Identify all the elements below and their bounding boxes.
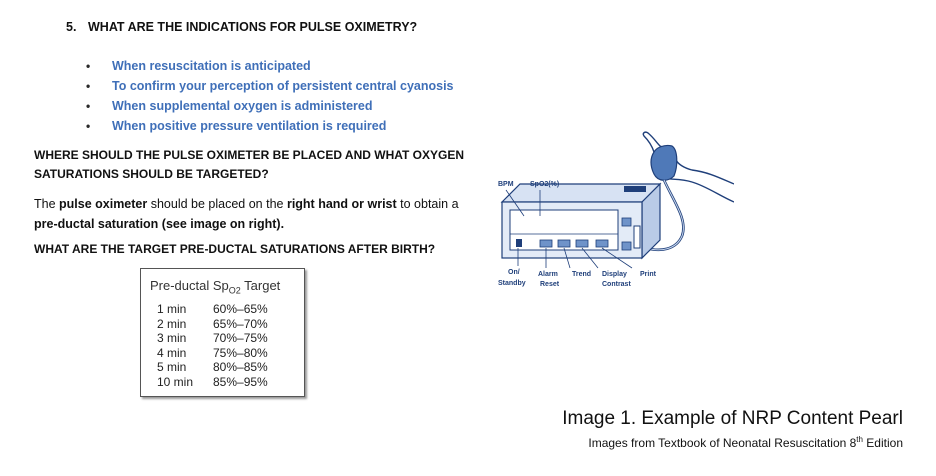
para-text: to obtain a [396,197,459,211]
monitor-top-handle [624,186,646,192]
table-title: Pre-ductal SpO2 Target [150,278,280,296]
time-cell: 5 min [157,360,187,374]
leader-line [581,247,599,269]
time-cell: 1 min [157,302,187,316]
target-saturation-table: Pre-ductal SpO2 Target 1 min 60%–65% 2 mi… [140,268,305,397]
image-caption-source: Images from Textbook of Neonatal Resusci… [588,435,903,450]
placement-heading: WHERE SHOULD THE PULSE OXIMETER BE PLACE… [34,148,465,181]
sensor-cable-inner [645,179,684,251]
range-cell: 75%–80% [213,345,268,360]
para-text: should be placed on the [147,197,287,211]
bullet-glyph: • [86,119,91,133]
table-row: 10 min 85%–95% [157,375,268,390]
alarm-label: Alarm [538,271,558,278]
range-cell: 85%–95% [213,374,268,389]
bullet-glyph: • [86,79,91,93]
image-caption-title: Image 1. Example of NRP Content Pearl [562,408,903,429]
table-row: 4 min 75%–80% [157,346,268,361]
table-row: 3 min 70%–75% [157,331,268,346]
list-item: • When resuscitation is anticipated [86,56,454,76]
list-item: • When positive pressure ventilation is r… [86,116,454,136]
time-cell: 4 min [157,345,187,360]
title-suffix: Target [240,278,281,293]
title-subscript: O2 [228,285,241,296]
contrast-label: Contrast [602,281,631,288]
para-bold: right hand or wrist [286,197,397,211]
question-number: 5. [66,20,77,34]
indication-text: To confirm your perception of persistent… [112,79,454,93]
list-item: • When supplemental oxygen is administere… [86,96,454,116]
trend-label: Trend [572,271,591,278]
range-cell: 80%–85% [213,360,268,374]
arm-outline [675,159,734,185]
bullet-glyph: • [86,59,91,73]
question-5-heading: 5. WHAT ARE THE INDICATIONS FOR PULSE OXI… [66,20,417,34]
table-row: 5 min 80%–85% [157,360,268,375]
range-cell: 65%–70% [213,316,268,331]
display-contrast-button[interactable] [575,239,589,248]
side-panel-button[interactable] [621,217,632,227]
display-label: Display [602,271,627,278]
list-item: • To confirm your perception of persisten… [86,76,454,96]
time-cell: 10 min [157,374,194,389]
leader-line [505,189,525,217]
on-label: On/ [508,269,520,276]
reset-label: Reset [540,281,560,288]
para-bold: pulse oximeter [59,197,148,211]
indication-text: When positive pressure ventilation is re… [112,119,387,133]
spo2-label: SpO2(%) [530,181,559,188]
source-text: Images from Textbook of Neonatal Resusci… [588,436,857,450]
table-rows: 1 min 60%–65% 2 min 65%–70% 3 min 70%–75% 4… [157,302,268,389]
question-text: WHAT ARE THE INDICATIONS FOR PULSE OXIME… [88,20,418,34]
trend-button[interactable] [557,239,571,248]
table-row: 1 min 60%–65% [157,302,268,317]
print-button[interactable] [595,239,609,248]
leader-line [601,247,633,269]
print-label: Print [640,271,657,278]
leader-line [563,247,571,269]
sensor-probe-icon [650,144,678,181]
range-cell: 60%–65% [213,302,268,316]
alarm-reset-button[interactable] [539,239,553,248]
table-row: 2 min 65%–70% [157,317,268,332]
target-heading: WHAT ARE THE TARGET PRE-DUCTAL SATURATIO… [34,242,436,256]
range-cell: 70%–75% [213,331,268,345]
para-text: The [34,197,60,211]
para-bold: pre-ductal saturation (see image on righ… [34,217,285,231]
title-prefix: Pre-ductal Sp [150,278,229,293]
indications-list: • When resuscitation is anticipated • To c… [86,56,454,136]
source-suffix: Edition [862,436,903,450]
time-cell: 3 min [157,331,187,345]
indication-text: When resuscitation is anticipated [112,59,311,73]
side-panel-button[interactable] [621,241,632,251]
cable-port [633,225,641,249]
bullet-glyph: • [86,99,91,113]
on-standby-button[interactable] [516,239,522,247]
source-superscript: th [856,435,863,444]
standby-label: Standby [498,280,526,287]
bpm-label: BPM [498,181,514,188]
time-cell: 2 min [157,316,187,331]
pulse-oximeter-illustration: BPM SpO2(%) On/ Standby Alarm Reset Tren… [498,131,734,288]
indication-text: When supplemental oxygen is administered [112,99,373,113]
placement-paragraph: The pulse oximeter should be placed on t… [34,194,474,234]
